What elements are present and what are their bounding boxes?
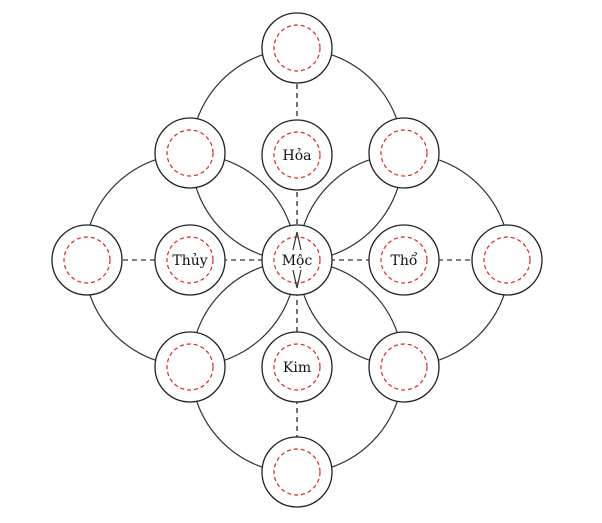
node-outer: [368, 224, 440, 296]
node-far-left: [51, 224, 123, 296]
center-line-top-right: [296, 231, 302, 251]
node-upper-left: [154, 117, 226, 189]
node-bottom: [261, 436, 333, 508]
node-outer: [261, 331, 333, 403]
node-inner-dashed: [380, 343, 428, 391]
node-inner-dashed: [483, 236, 531, 284]
node-inner-dashed: [166, 129, 214, 177]
node-outer: [261, 224, 333, 296]
node-water: Thủy: [154, 224, 226, 296]
node-metal: Kim: [261, 331, 333, 403]
label-water: Thủy: [172, 252, 207, 269]
node-lower-right: [368, 331, 440, 403]
node-outer: [261, 12, 333, 84]
node-lower-left: [154, 331, 226, 403]
node-inner-dashed: [273, 343, 321, 391]
node-inner-dashed: [166, 236, 214, 284]
node-wood: Mộc: [261, 224, 333, 296]
node-outer: [154, 117, 226, 189]
node-inner-dashed: [273, 24, 321, 72]
node-outer: [368, 331, 440, 403]
label-metal: Kim: [283, 360, 311, 376]
node-outer: [51, 224, 123, 296]
node-upper-right: [368, 117, 440, 189]
node-outer: [261, 436, 333, 508]
node-outer: [471, 224, 543, 296]
node-inner-dashed: [380, 129, 428, 177]
center-line-top-left: [292, 231, 298, 251]
node-top: [261, 12, 333, 84]
center-line-bottom-right: [296, 269, 302, 289]
node-outer: [368, 117, 440, 189]
node-outer: [154, 331, 226, 403]
node-far-right: [471, 224, 543, 296]
node-inner-dashed: [273, 236, 321, 284]
node-earth: Thổ: [368, 224, 440, 296]
node-inner-dashed: [166, 343, 214, 391]
node-outer: [261, 119, 333, 191]
node-fire: Hỏa: [261, 119, 333, 191]
node-inner-dashed: [273, 448, 321, 496]
node-inner-dashed: [273, 131, 321, 179]
label-fire: Hỏa: [283, 147, 312, 164]
label-earth: Thổ: [391, 251, 418, 269]
center-line-bottom-left: [292, 269, 298, 289]
node-inner-dashed: [380, 236, 428, 284]
label-wood: Mộc: [282, 253, 313, 269]
node-inner-dashed: [63, 236, 111, 284]
node-outer: [154, 224, 226, 296]
